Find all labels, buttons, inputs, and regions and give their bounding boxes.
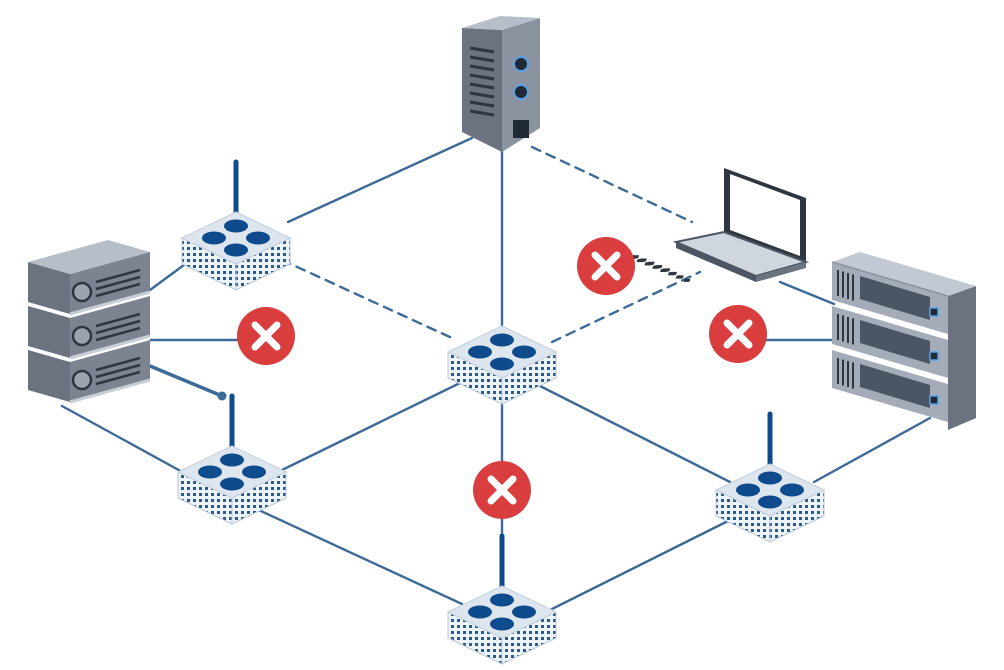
links-layer: [60, 136, 932, 612]
link-switch-center-to-switch-mid-right: [538, 384, 732, 484]
link-tower-server-to-laptop: [530, 145, 694, 224]
link-switch-center-to-laptop: [550, 270, 702, 344]
link-switch-top-left-to-switch-center: [280, 258, 454, 340]
failure-right-server-error-x-icon: [709, 305, 767, 363]
failure-left-server-error-x-icon: [237, 307, 295, 365]
link-switch-mid-left-to-switch-bottom: [248, 504, 464, 606]
cable-rack-left-port-3: [148, 364, 224, 398]
link-tower-server-to-switch-top-left: [286, 136, 474, 224]
link-laptop-to-rack-server-right: [778, 280, 836, 306]
link-switch-mid-right-to-rack-server-right: [812, 416, 932, 484]
rack-server-right-rack-server-icon: [831, 252, 976, 430]
link-rack-server-left-to-switch-mid-left: [60, 404, 188, 476]
nodes-layer: [28, 16, 976, 665]
failure-center-laptop-error-x-icon: [577, 237, 635, 295]
switch-center-switch-icon: [446, 325, 558, 405]
link-switch-top-left-to-rack-server-left: [148, 260, 190, 292]
link-switch-bottom-to-switch-mid-right: [548, 518, 732, 612]
failure-bottom-link-error-x-icon: [473, 461, 531, 519]
tower-server-tower-server-icon: [462, 16, 540, 152]
link-switch-center-to-switch-mid-left: [280, 380, 464, 472]
switch-bottom-switch-icon: [446, 533, 558, 665]
cable-end-dot: [217, 391, 227, 401]
rack-server-left-rack-server-icon: [28, 240, 151, 404]
switch-mid-left-switch-icon: [176, 393, 288, 525]
laptop-laptop-icon: [600, 168, 810, 282]
switch-top-left-switch-icon: [180, 159, 292, 291]
switch-mid-right-switch-icon: [714, 411, 826, 543]
failures-layer: [237, 237, 767, 519]
